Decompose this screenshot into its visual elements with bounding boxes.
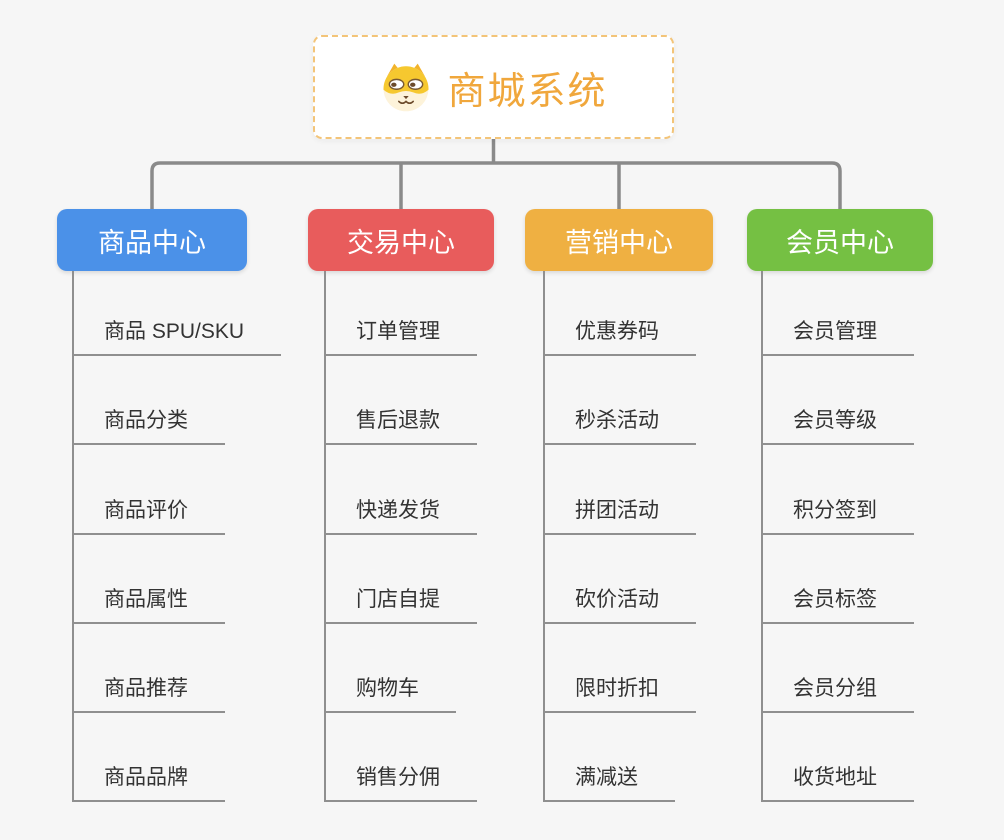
leaf-topic[interactable]: 售后退款 — [324, 407, 477, 445]
leaf-topic[interactable]: 销售分佣 — [324, 764, 477, 802]
leaf-topic[interactable]: 限时折扣 — [543, 675, 696, 713]
leaf-topic[interactable]: 收货地址 — [761, 764, 914, 802]
branch-4-children: 会员管理 会员等级 积分签到 会员标签 会员分组 收货地址 — [761, 271, 993, 802]
branch-node-trade-center[interactable]: 交易中心 — [308, 209, 494, 271]
leaf-topic[interactable]: 拼团活动 — [543, 497, 696, 535]
branch-node-member-center[interactable]: 会员中心 — [747, 209, 933, 271]
leaf-topic[interactable]: 会员分组 — [761, 675, 914, 713]
leaf-topic[interactable]: 积分签到 — [761, 497, 914, 535]
leaf-topic[interactable]: 商品 SPU/SKU — [72, 318, 282, 356]
leaf-topic[interactable]: 砍价活动 — [543, 586, 696, 624]
leaf-topic[interactable]: 优惠券码 — [543, 318, 696, 356]
leaf-topic[interactable]: 门店自提 — [324, 586, 477, 624]
branch-2-children: 订单管理 售后退款 快递发货 门店自提 购物车 销售分佣 — [324, 271, 556, 802]
leaf-topic[interactable]: 会员管理 — [761, 318, 914, 356]
leaf-topic[interactable]: 购物车 — [324, 675, 456, 713]
root-title: 商城系统 — [447, 70, 608, 113]
branch-node-product-center[interactable]: 商品中心 — [57, 209, 247, 271]
dog-face-icon — [383, 63, 429, 112]
leaf-topic[interactable]: 满减送 — [543, 764, 675, 802]
leaf-topic[interactable]: 商品品牌 — [72, 764, 225, 802]
branch-3-children: 优惠券码 秒杀活动 拼团活动 砍价活动 限时折扣 满减送 — [543, 271, 775, 802]
leaf-topic[interactable]: 商品推荐 — [72, 675, 225, 713]
leaf-topic[interactable]: 快递发货 — [324, 497, 477, 535]
leaf-topic[interactable]: 秒杀活动 — [543, 407, 696, 445]
leaf-topic[interactable]: 商品属性 — [72, 586, 225, 624]
leaf-topic[interactable]: 商品分类 — [72, 407, 225, 445]
root-node[interactable]: 商城系统 — [313, 35, 674, 139]
leaf-topic[interactable]: 会员标签 — [761, 586, 914, 624]
branch-1-children: 商品 SPU/SKU 商品分类 商品评价 商品属性 商品推荐 商品品牌 — [72, 271, 304, 802]
leaf-topic[interactable]: 商品评价 — [72, 497, 225, 535]
leaf-topic[interactable]: 订单管理 — [324, 318, 477, 356]
branch-node-marketing-center[interactable]: 营销中心 — [525, 209, 713, 271]
leaf-topic[interactable]: 会员等级 — [761, 407, 914, 445]
